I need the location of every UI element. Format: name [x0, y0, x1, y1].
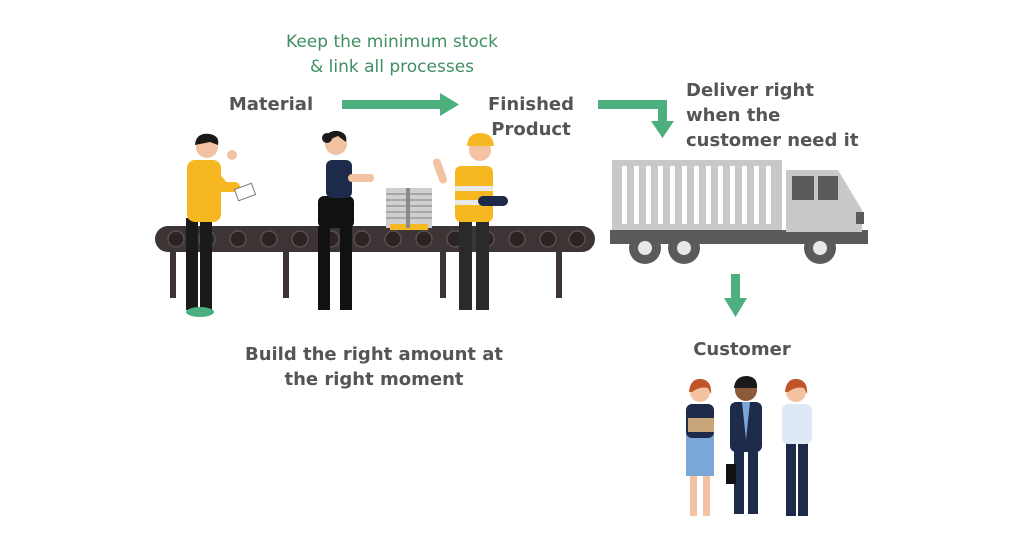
worker-yellow-icon	[186, 133, 257, 317]
conveyor-belt-icon	[155, 226, 595, 298]
product-stack-icon	[386, 188, 432, 230]
worker-navy-icon	[318, 130, 374, 310]
customer-group-icon	[686, 376, 812, 516]
worker-helmet-icon	[432, 133, 508, 310]
tip-text: Keep the minimum stock & link all proces…	[286, 32, 498, 77]
material-label: Material	[228, 94, 314, 115]
arrow-elbow-icon	[598, 100, 674, 138]
truck-icon	[610, 160, 868, 264]
customer-label: Customer	[693, 339, 791, 360]
arrow-down-icon	[724, 274, 747, 317]
finished-product-label: Finished Product	[487, 94, 575, 140]
build-label: Build the right amount at the right mome…	[244, 344, 504, 390]
deliver-label: Deliver right when the customer need it	[686, 80, 859, 151]
arrow-right-icon	[342, 93, 459, 116]
